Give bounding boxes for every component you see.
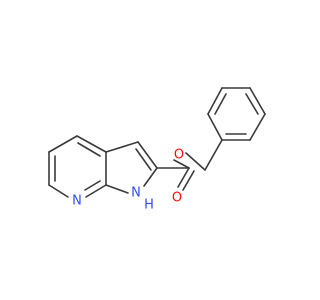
bond [77, 142, 101, 157]
benzyl-group [204, 87, 266, 171]
bond [204, 139, 223, 171]
bond [76, 135, 107, 153]
ester-group [156, 152, 206, 191]
bond [207, 113, 223, 141]
bond [214, 93, 227, 115]
bond [84, 180, 101, 191]
atom-label-o-ester: O [174, 148, 184, 163]
atom-label-h-pyrrole: H [144, 198, 154, 213]
bond [135, 148, 152, 171]
bond [105, 184, 129, 194]
pyrrole-ring [105, 141, 158, 194]
bond [85, 184, 107, 198]
bond [207, 87, 223, 115]
atom-label-o-carbonyl: O [172, 191, 182, 206]
atom-label-n-pyridine: N [72, 194, 82, 209]
bond [177, 167, 190, 188]
bond [182, 170, 195, 191]
bond [245, 93, 259, 115]
bond [143, 167, 158, 187]
molecule-structure: O O N N H [48, 87, 266, 213]
bond [249, 87, 266, 115]
pyridine-ring [48, 135, 107, 198]
atom-label-n-pyrrole: N [131, 186, 141, 201]
bond [48, 184, 69, 198]
bond [173, 159, 190, 169]
bond [249, 113, 266, 141]
bond [105, 141, 139, 153]
bond [48, 135, 78, 153]
bond [137, 141, 158, 169]
bond [185, 152, 206, 171]
